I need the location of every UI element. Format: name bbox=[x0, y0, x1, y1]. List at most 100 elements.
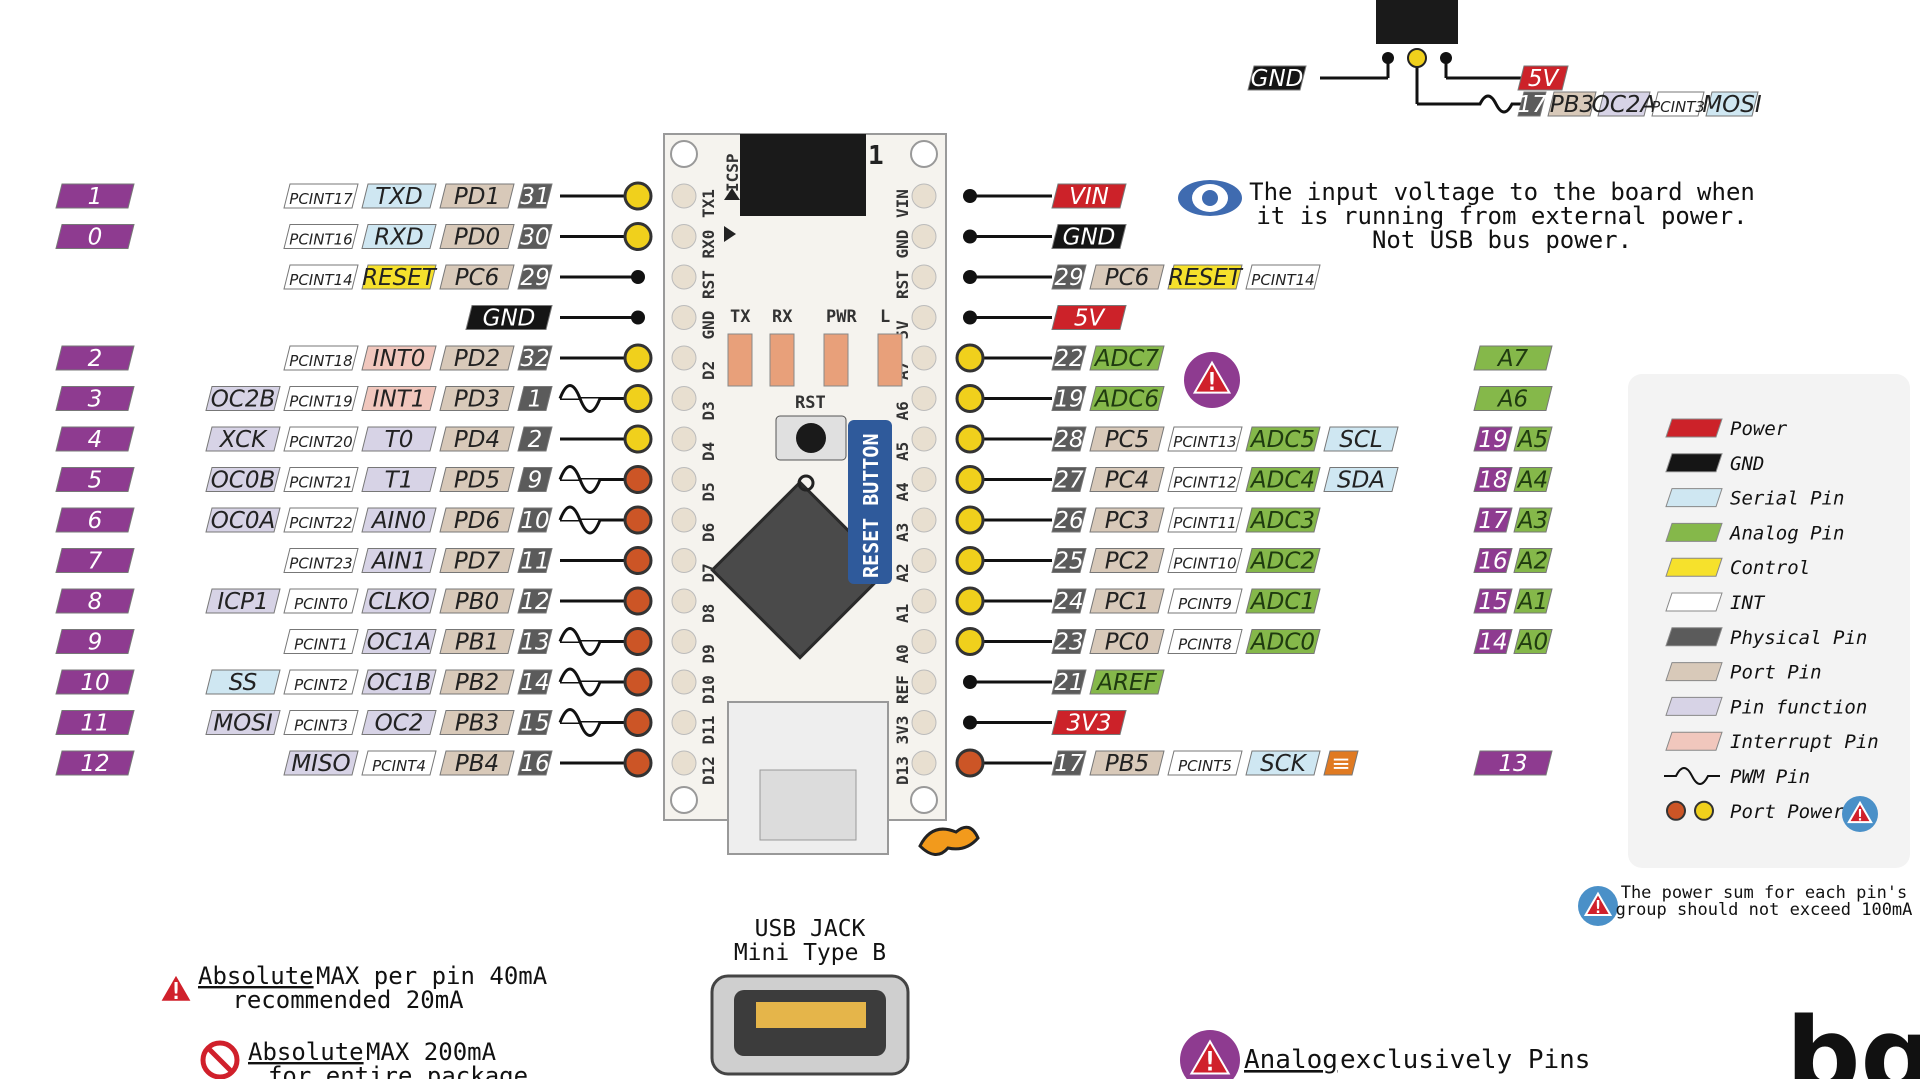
pin-tag-digital: 14 bbox=[1473, 629, 1513, 656]
pin-tag-label: PB5 bbox=[1105, 751, 1149, 777]
pin-tag-label: 18 bbox=[1478, 468, 1507, 494]
chip bbox=[710, 480, 890, 660]
pin-tag-label: AIN0 bbox=[370, 508, 426, 534]
pin-tag-bg bbox=[1167, 548, 1243, 573]
pin-tag-bg bbox=[1473, 507, 1513, 533]
pin-tag-bg bbox=[361, 345, 437, 371]
pin-tag-pcint: PCINT4 bbox=[361, 750, 437, 776]
pad bbox=[671, 467, 697, 492]
pin-tag-bg bbox=[55, 588, 135, 614]
board-pin-label: D4 bbox=[699, 442, 718, 461]
pin-tag-physical: 30 bbox=[517, 224, 553, 251]
pin-tag-label: 19 bbox=[1054, 387, 1083, 413]
pin-tag-bg bbox=[517, 507, 553, 533]
pin-tag-bg bbox=[1547, 91, 1597, 117]
pin-tag-bg bbox=[205, 588, 281, 614]
pad bbox=[911, 224, 937, 249]
pin-tag-port: PB0 bbox=[439, 588, 515, 615]
pin-tag-bg bbox=[55, 467, 135, 492]
pin-tag-label: PCINT16 bbox=[289, 231, 352, 249]
pin-tag-digital: 6 bbox=[55, 507, 135, 534]
pin-tag-func: MOSI bbox=[205, 710, 281, 737]
pin-tag-port: PD0 bbox=[439, 224, 515, 251]
port-power-orange-icon bbox=[1666, 800, 1686, 821]
port-power-yellow-icon bbox=[955, 384, 985, 413]
pin-tag-bg bbox=[439, 183, 515, 209]
reset-button[interactable] bbox=[796, 423, 826, 453]
pin-tag-bg bbox=[361, 183, 437, 209]
pin-tag-label: 9 bbox=[88, 630, 103, 656]
pin-tag-label: 29 bbox=[1054, 265, 1083, 291]
pin-tag-func: OC0B bbox=[205, 467, 281, 494]
pin-tag-bg bbox=[439, 224, 515, 249]
pad bbox=[671, 588, 697, 614]
pin-tag-func: OC2B bbox=[205, 386, 281, 413]
pin-tag-label: PCINT18 bbox=[289, 352, 352, 370]
pin-tag-bg bbox=[361, 629, 437, 654]
pin-tag-port: PD2 bbox=[439, 345, 515, 372]
pin-tag-bg bbox=[1051, 548, 1087, 573]
usb-connector-inner bbox=[759, 769, 857, 841]
pin-tag-label: T1 bbox=[385, 468, 414, 494]
pin-tag-bg bbox=[55, 183, 135, 209]
pin-tag-label: PCINT4 bbox=[372, 757, 426, 775]
pin-tag-bg bbox=[55, 548, 135, 573]
pin-tag-bg bbox=[1051, 588, 1087, 614]
notes: !!!!The input voltage to the board wheni… bbox=[150, 178, 1920, 1079]
pin-tag-pcint: PCINT9 bbox=[1167, 588, 1243, 614]
pin-tag-bg bbox=[1473, 386, 1553, 411]
pin-tag-label: PCINT2 bbox=[294, 676, 348, 694]
pad bbox=[911, 345, 937, 371]
pin-tag-bg bbox=[283, 426, 359, 452]
port-power-yellow-icon bbox=[623, 424, 653, 454]
port-power-yellow-icon bbox=[955, 546, 985, 575]
pin-tag-bg bbox=[1473, 750, 1553, 776]
pin-tag-label: 3 bbox=[88, 387, 103, 413]
pin-tag-serial: TXD bbox=[361, 183, 437, 210]
pin-tag-bg bbox=[1245, 750, 1321, 776]
pin-tag-port: PC1 bbox=[1089, 588, 1165, 615]
pad bbox=[671, 224, 697, 249]
port-power-yellow-icon bbox=[623, 384, 653, 413]
power-sum-note-line: group should not exceed 100mA bbox=[1616, 900, 1913, 920]
pin-tag-bg bbox=[1517, 65, 1569, 91]
pin-tag-bg bbox=[1051, 467, 1087, 492]
pin-tag-bg bbox=[439, 629, 515, 654]
pin-tag-label: RESET bbox=[1168, 265, 1244, 291]
legend-swatch bbox=[1665, 488, 1723, 508]
pin-tag-bg bbox=[283, 386, 359, 411]
legend-label: Serial Pin bbox=[1730, 488, 1844, 510]
pin-tag-analog: ADC0 bbox=[1245, 629, 1321, 656]
pin-tag-digital: 7 bbox=[55, 548, 135, 575]
mount-hole bbox=[670, 786, 698, 814]
warning-icon: ! bbox=[150, 964, 202, 1016]
pin-tag-label: INT1 bbox=[373, 387, 426, 413]
pin-tag-bg bbox=[283, 264, 359, 290]
pin-tag-bg bbox=[1089, 264, 1165, 290]
pin-tag-label: RESET bbox=[362, 265, 438, 291]
pad bbox=[671, 548, 697, 573]
pin-tag-label: PCINT11 bbox=[1173, 514, 1236, 532]
pin-dot bbox=[631, 270, 645, 284]
pin-tag-label: 31 bbox=[520, 184, 549, 210]
port-power-orange-icon bbox=[623, 667, 653, 697]
port-power-yellow-icon bbox=[955, 465, 985, 494]
pin-tag-label: OC2B bbox=[211, 387, 276, 413]
led-label: L bbox=[880, 307, 890, 327]
pin-tag-bg bbox=[439, 669, 515, 695]
pin-tag-label: 7 bbox=[88, 549, 103, 575]
pad bbox=[671, 386, 697, 411]
pin-tag-port: PB5 bbox=[1089, 750, 1165, 777]
pin-tag-bg bbox=[1513, 467, 1553, 492]
port-power-orange-icon bbox=[955, 748, 985, 778]
pin-tag-port: PC3 bbox=[1089, 507, 1165, 534]
port-power-orange-icon bbox=[623, 627, 653, 656]
pin-tag-label: 12 bbox=[80, 751, 109, 777]
pin-tag-bg bbox=[283, 750, 359, 776]
pin-tag-pcint: PCINT5 bbox=[1167, 750, 1243, 776]
